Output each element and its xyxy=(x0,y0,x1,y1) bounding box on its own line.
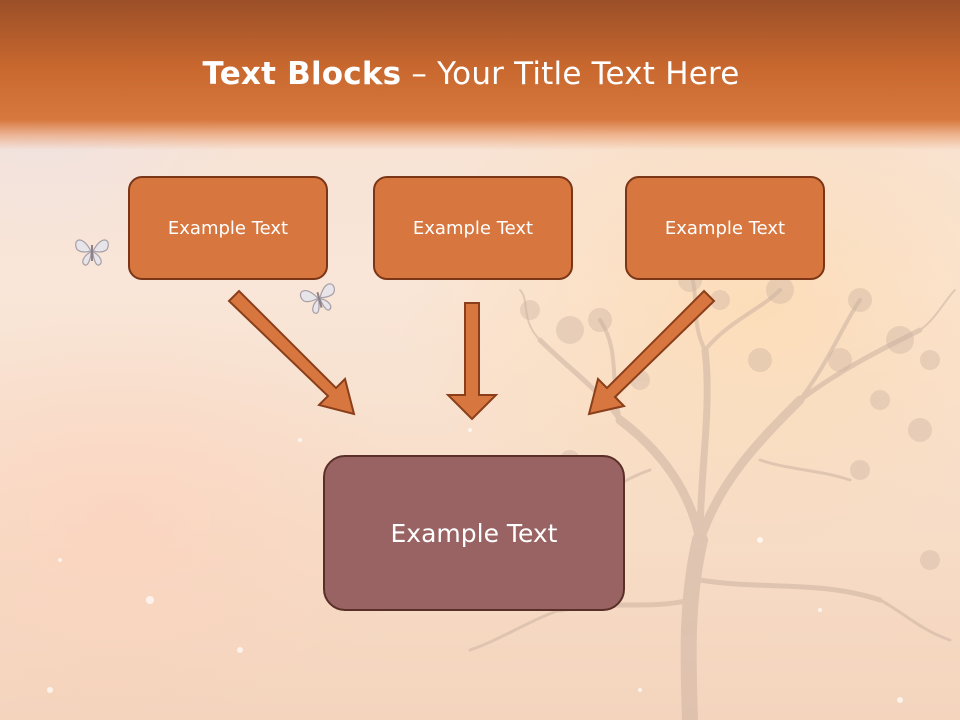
butterfly-icon xyxy=(299,283,335,314)
text-box-1[interactable]: Example Text xyxy=(128,176,328,280)
arrow-left-diagonal xyxy=(227,289,356,416)
slide-title: Text Blocks – Your Title Text Here xyxy=(0,52,942,96)
text-box-2-label: Example Text xyxy=(412,217,534,239)
text-box-2[interactable]: Example Text xyxy=(373,176,573,280)
text-box-1-label: Example Text xyxy=(167,217,289,239)
title-bold: Text Blocks xyxy=(202,56,402,92)
result-text-box[interactable]: Example Text xyxy=(323,455,625,611)
result-text-box-label: Example Text xyxy=(390,518,558,548)
title-separator: – xyxy=(401,56,438,92)
title-bar xyxy=(0,0,960,150)
text-box-3[interactable]: Example Text xyxy=(625,176,825,280)
butterfly-icon xyxy=(75,239,109,266)
arrow-center-down xyxy=(445,302,499,421)
text-box-3-label: Example Text xyxy=(664,217,786,239)
arrow-right-diagonal xyxy=(587,289,716,416)
title-rest: Your Title Text Here xyxy=(437,56,740,92)
